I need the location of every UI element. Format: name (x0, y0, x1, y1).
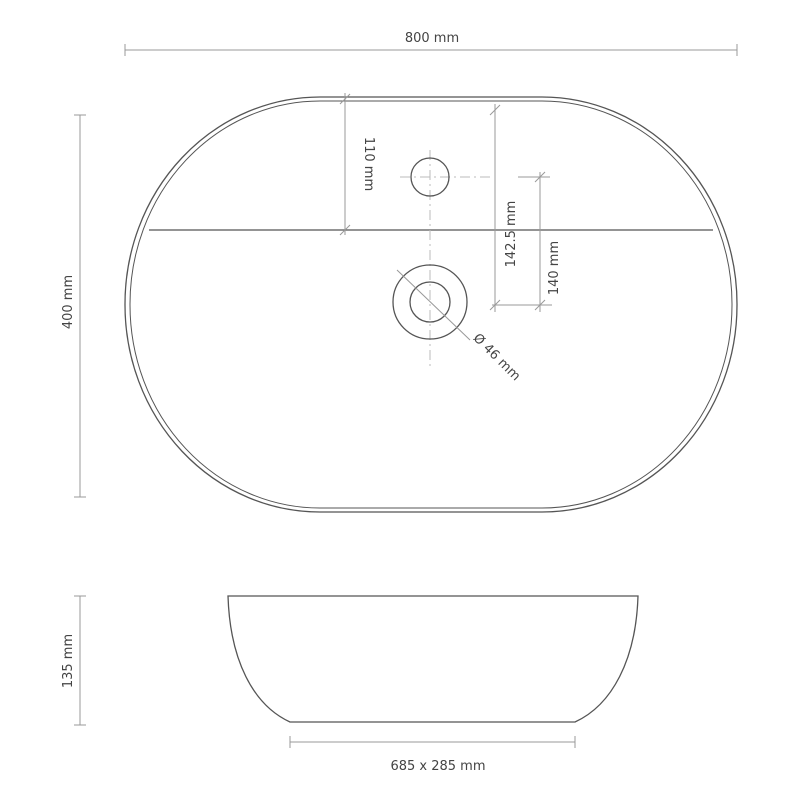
overflow-drain-label: 140 mm (547, 241, 562, 295)
drain-edge-label: 142.5 mm (504, 201, 519, 268)
overflow-hole (410, 157, 450, 197)
basin-outline-inner (129, 100, 733, 509)
width-label: 800 mm (405, 31, 459, 46)
overflow-offset-label: 110 mm (361, 137, 376, 191)
top-view (124, 96, 738, 513)
basin-outline-outer (124, 96, 738, 513)
tick (339, 93, 351, 105)
tick (489, 104, 501, 116)
drain-diameter-label: Ø 46 mm (470, 331, 523, 384)
base-label: 685 x 285 mm (390, 759, 485, 774)
height-label: 135 mm (61, 634, 76, 688)
drain-outer (392, 264, 468, 340)
tick (339, 224, 351, 236)
depth-label: 400 mm (61, 275, 76, 329)
dimension-lines (74, 44, 738, 748)
drain-diameter-leader (396, 269, 471, 341)
tick (534, 171, 546, 183)
dimension-labels: 800 mm 400 mm 110 mm 142.5 mm 140 mm Ø 4… (61, 31, 562, 774)
drain-inner (409, 281, 451, 323)
tick (534, 299, 546, 311)
side-profile (227, 595, 639, 723)
